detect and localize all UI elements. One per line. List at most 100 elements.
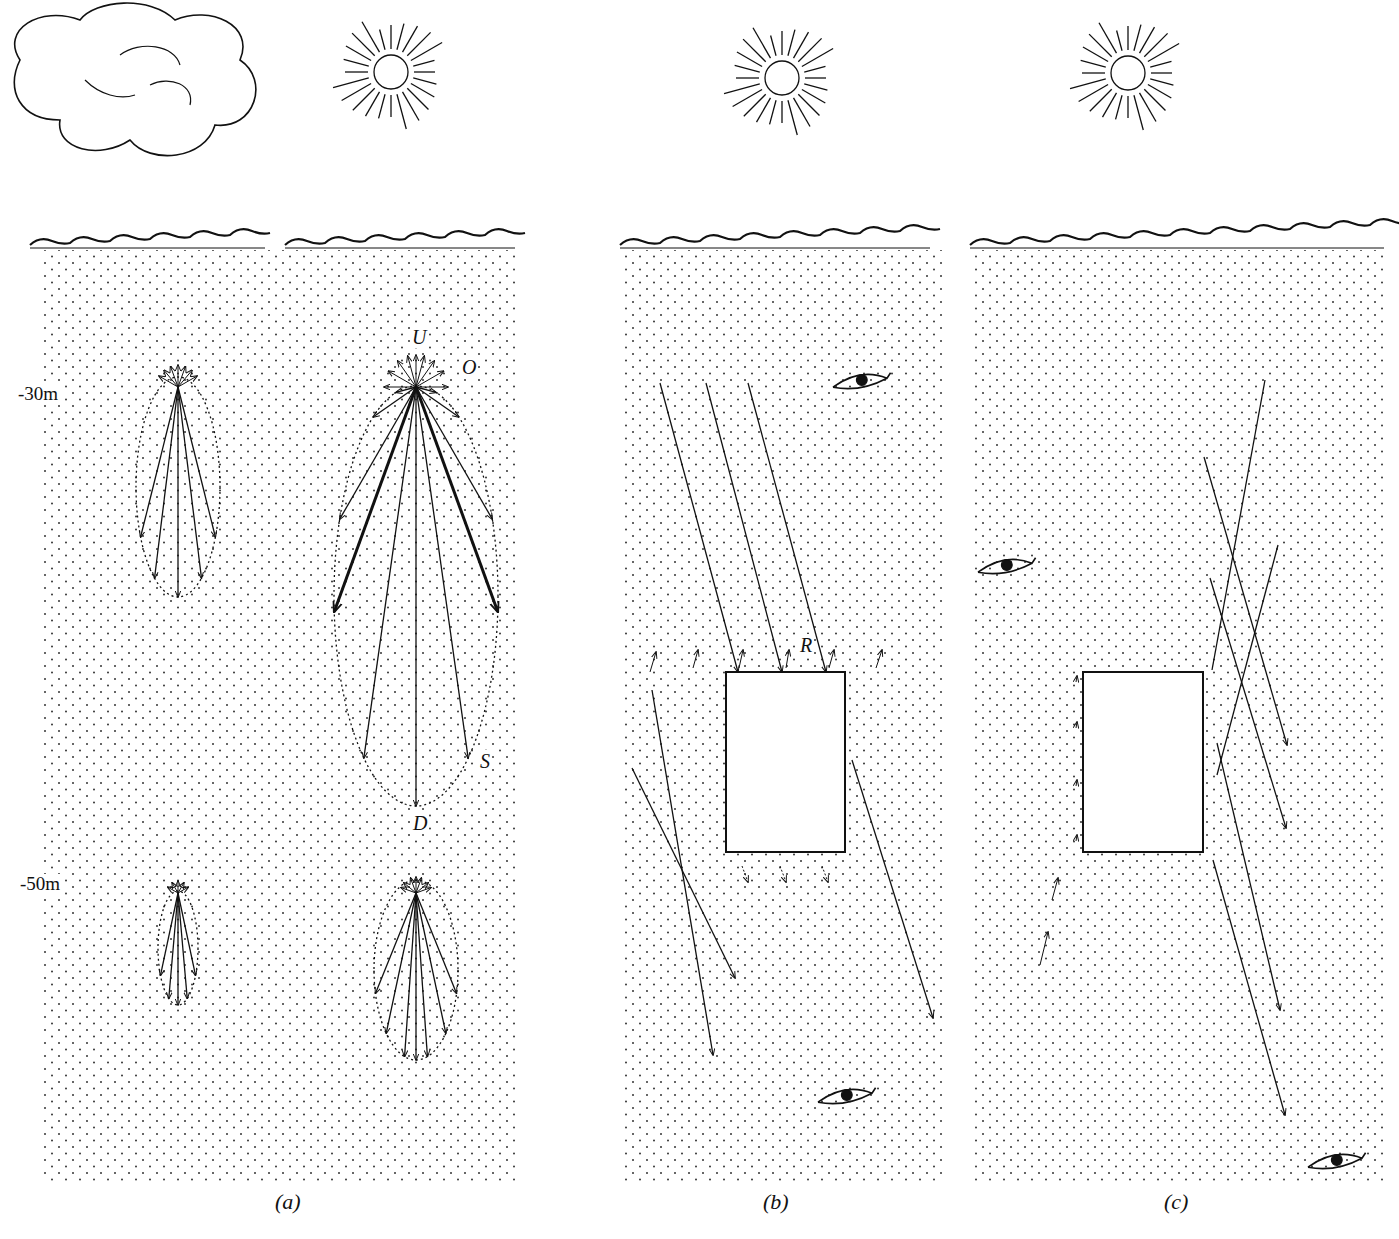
reflected-ray (739, 650, 743, 668)
reflected-ray (786, 650, 789, 668)
sun-ray (1140, 93, 1157, 122)
sun-ray (390, 95, 391, 117)
sun-ray (397, 94, 406, 129)
sun-ray (342, 84, 371, 101)
vector-label: S (478, 750, 492, 772)
radiance-arrow (416, 893, 446, 1033)
light-ray (852, 760, 933, 1018)
radiance-arrow (334, 387, 416, 612)
water-stipple (40, 250, 515, 1185)
sun-ray (804, 66, 825, 72)
radiance-arrow (164, 370, 178, 387)
vector-label: D (411, 812, 429, 834)
radiance-arrow (401, 888, 416, 893)
scattered-ray (780, 866, 786, 882)
radiance-arrow (373, 387, 416, 417)
depth-label: -50m (18, 874, 62, 895)
eye-symbol (978, 558, 1036, 574)
panel-caption: (b) (761, 1190, 791, 1214)
sun-ray (733, 90, 762, 107)
sun-ray (743, 39, 766, 62)
radiance-arrow (178, 370, 192, 387)
radiance-arrow (178, 366, 186, 387)
light-ray (652, 690, 713, 1055)
sun-ray (352, 33, 375, 56)
distribution-outline (334, 386, 498, 806)
radiance-arrow (398, 361, 416, 387)
cloud (14, 3, 256, 156)
light-ray (1217, 743, 1280, 1010)
radiance-arrow (416, 371, 444, 387)
radiance-arrow (404, 883, 416, 893)
sun-ray (362, 22, 380, 52)
radiance-arrow (178, 376, 197, 387)
sun-ray (379, 94, 385, 118)
distribution-outline (158, 891, 198, 1005)
sun-ray (771, 35, 776, 55)
sun-ray (344, 59, 369, 66)
sun-ray (1070, 79, 1106, 89)
radiance-arrow (416, 355, 417, 387)
radiance-arrow (170, 366, 178, 387)
eye-symbol (818, 1088, 876, 1104)
radiance-arrow (416, 387, 459, 417)
sun-ray (735, 65, 760, 72)
vector-label: O (460, 356, 478, 378)
light-ray (706, 383, 782, 672)
water-surface (285, 229, 525, 245)
sun-ray (380, 29, 385, 49)
target-object (726, 672, 845, 852)
eye-symbol (833, 373, 891, 389)
sun-ray (413, 60, 434, 66)
sun-ray (1117, 30, 1122, 50)
light-ray (632, 768, 735, 978)
sun-ray (403, 92, 420, 121)
vector-label: U (410, 326, 428, 348)
sun-ray (781, 31, 782, 55)
reflected-ray (650, 652, 656, 672)
radiance-arrow (384, 387, 416, 388)
sun-ray (794, 98, 811, 127)
radiance-arrow (340, 387, 416, 519)
radiance-arrow (155, 387, 178, 578)
water-surface (620, 248, 930, 249)
sun-ray (1127, 26, 1128, 50)
target-object (1083, 672, 1203, 852)
radiance-arrow (178, 887, 188, 893)
sun-ray (414, 71, 435, 72)
radiance-arrow (416, 893, 457, 993)
sun-ray (1148, 44, 1179, 62)
light-ray (660, 383, 738, 672)
sun-ray (802, 49, 833, 67)
radiance-arrow (416, 883, 428, 893)
sun-ray (736, 77, 759, 78)
reflected-ray (1040, 932, 1048, 965)
sun-ray (397, 24, 404, 50)
water-surface (970, 248, 1384, 249)
reflected-ray (1076, 676, 1077, 682)
sun-ray (1127, 96, 1128, 118)
panel-caption: (a) (273, 1190, 303, 1214)
scattered-ray (742, 866, 748, 882)
cloud-shading (85, 46, 191, 105)
radiance-arrow (178, 387, 215, 537)
radiance-arrow (178, 893, 196, 975)
sun-ray (1134, 95, 1143, 130)
radiance-arrow (416, 387, 468, 758)
sun-ray (805, 77, 826, 78)
radiance-arrow (416, 888, 431, 893)
radiance-arrow (168, 887, 178, 893)
sun-ray (753, 28, 771, 58)
reflected-ray (1076, 722, 1077, 728)
radiance-arrow (178, 881, 179, 893)
sun (765, 61, 799, 95)
water-surface (620, 225, 940, 245)
water-surface (970, 219, 1399, 245)
radiance-arrow (160, 893, 178, 975)
reflected-ray (1052, 878, 1058, 900)
radiance-arrow (416, 387, 492, 519)
radiance-arrow (388, 371, 416, 387)
scattered-ray (822, 866, 828, 882)
radiance-arrow (416, 387, 448, 388)
